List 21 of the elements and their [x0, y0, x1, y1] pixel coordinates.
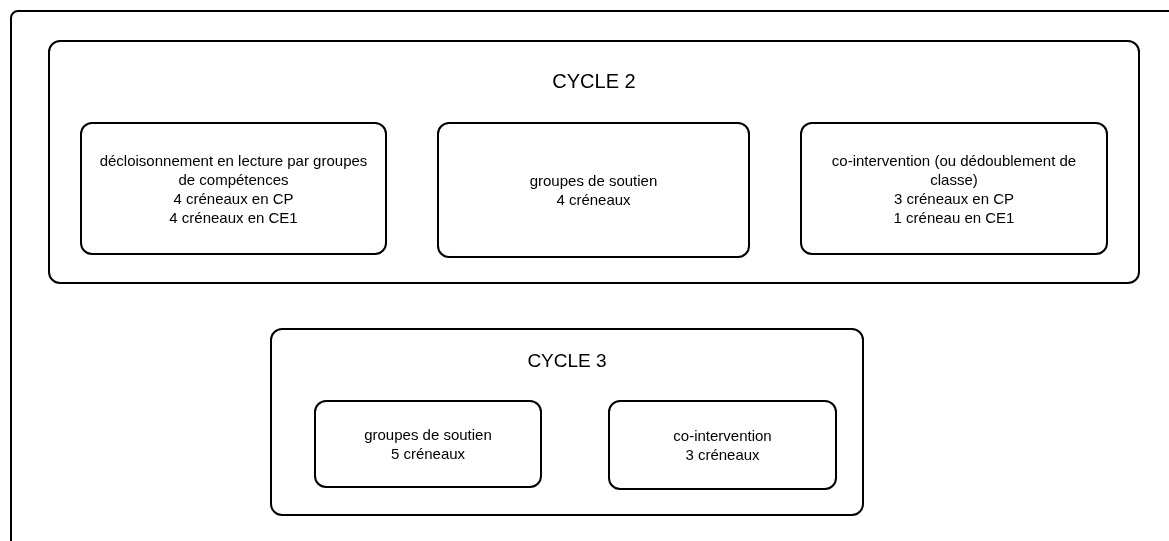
process-box	[608, 400, 837, 490]
box-text: 4 créneaux en CE1	[169, 207, 298, 227]
process-box	[314, 400, 542, 488]
box-title: co-intervention (ou dédoublement de classe)	[830, 150, 1078, 189]
box-text: 5 créneaux	[390, 444, 466, 463]
box-text: 3 créneaux en CP	[893, 188, 1015, 208]
group-title: CYCLE 3	[526, 350, 608, 372]
box-text: 4 créneaux en CP	[173, 188, 294, 208]
box-title: co-intervention	[673, 426, 772, 445]
group-title: CYCLE 2	[551, 70, 637, 93]
box-text: 4 créneaux	[556, 190, 631, 209]
box-text: 3 créneaux	[685, 445, 760, 464]
group-box	[270, 328, 864, 516]
process-box	[437, 122, 750, 258]
process-box	[80, 122, 387, 255]
box-title: groupes de soutien	[529, 171, 658, 190]
process-box	[800, 122, 1108, 255]
group-box	[48, 40, 1140, 284]
box-title: groupes de soutien	[364, 425, 492, 444]
box-title: décloisonnement en lecture par groupes de compétences	[98, 150, 369, 189]
box-text: 1 créneau en CE1	[893, 207, 1015, 227]
